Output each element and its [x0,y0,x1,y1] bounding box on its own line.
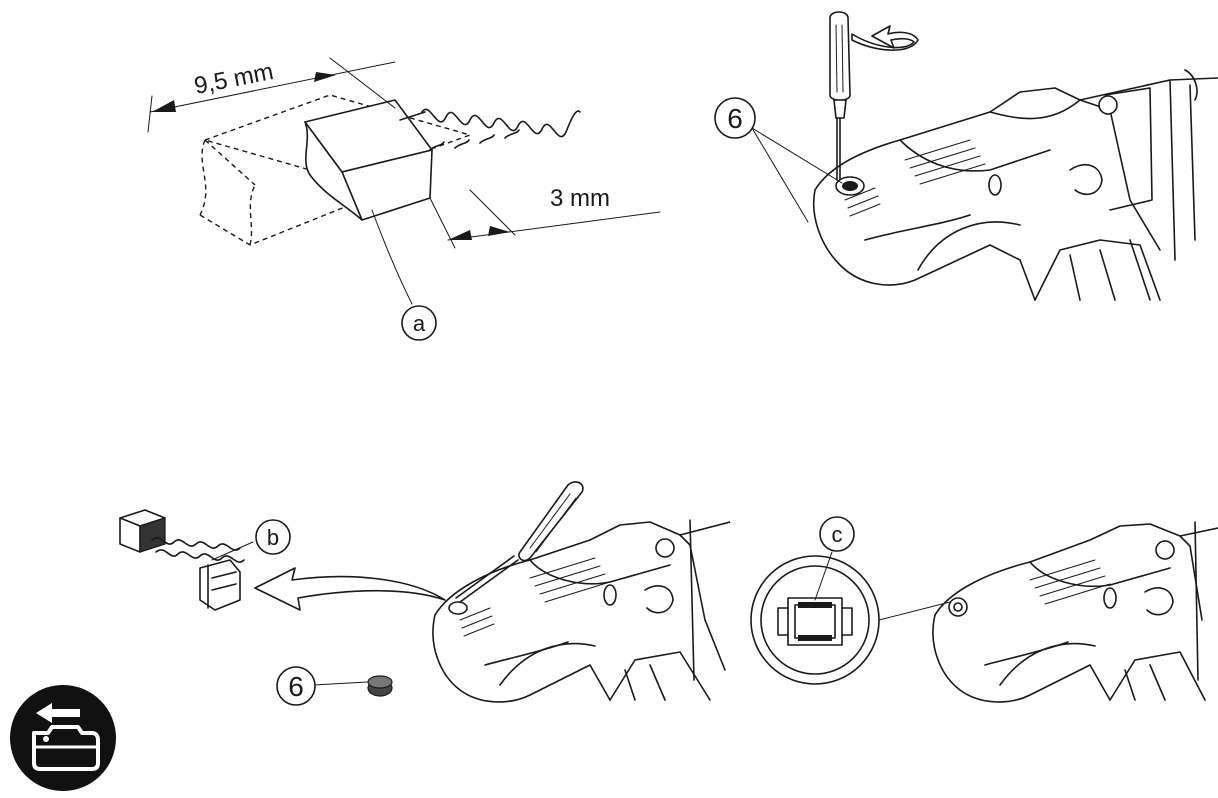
drill-housing [432,519,731,703]
callout-c-label: c [832,522,843,547]
callout-c: c [814,516,855,601]
magnified-holder-view [750,555,880,685]
holder-check-drawing: c [750,516,1218,703]
brush-removal-drawing: b [119,481,731,706]
brush-wear-diagram: 9,5 mm 3 mm a [0,0,680,360]
callout-b-label: b [267,525,279,550]
arrow-left-icon [36,703,80,723]
min-length-label: 3 mm [550,185,610,212]
callout-b: b [211,519,291,561]
min-length-dimension: 3 mm [429,185,661,249]
magnify-leader [878,601,951,621]
brush-spring [399,108,581,151]
new-brush-outline [199,94,473,246]
carbon-brush-assembly [119,509,245,611]
rotate-arrow-icon [851,25,919,51]
screwdriver-icon [455,481,584,603]
drill-housing [932,521,1218,703]
part-6-callout: 6 [714,97,843,223]
brush-cap-removed: 6 [276,666,393,706]
part-6-label: 6 [288,671,304,702]
removal-arrow-icon [254,567,446,611]
callout-a: a [371,209,437,341]
full-length-label: 9,5 mm [192,58,276,100]
battery-remove-icon [10,685,116,791]
brush-removal-diagram: b [90,460,731,720]
part-6-label: 6 [727,103,743,134]
cap-removal-drawing: 6 [714,11,1218,301]
brush-cap [835,176,865,196]
battery-remove-badge [8,683,118,793]
drill-housing [812,69,1218,301]
worn-brush-block [304,99,433,221]
screwdriver-icon [829,11,851,183]
callout-a-label: a [413,311,426,336]
battery-pack-icon [32,725,100,771]
brush-wear-drawing: 9,5 mm 3 mm a [147,57,661,341]
cap-removal-diagram: 6 [690,0,1218,330]
holder-check-diagram: c [740,490,1218,720]
